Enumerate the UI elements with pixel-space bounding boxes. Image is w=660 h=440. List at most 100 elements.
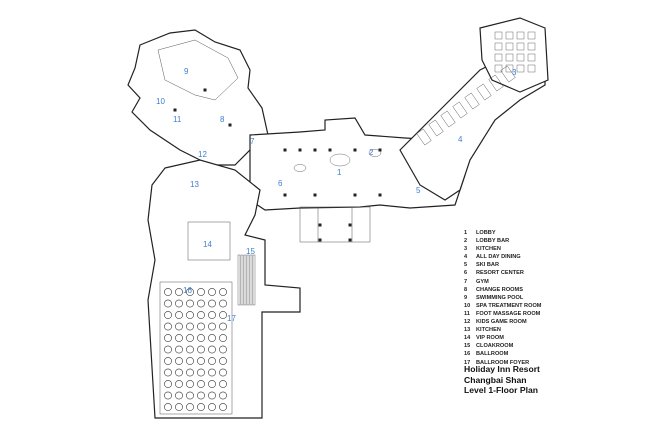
kitchen-fixture — [505, 42, 514, 51]
banquet-table — [208, 299, 216, 308]
column — [353, 193, 357, 197]
room-number-10: 10 — [156, 97, 165, 106]
entrance-canopy — [299, 206, 371, 243]
lobby-seating — [293, 164, 307, 172]
banquet-table — [175, 391, 183, 400]
column — [298, 148, 302, 152]
column — [348, 238, 352, 242]
banquet-table — [219, 288, 227, 296]
room-number-15: 15 — [246, 247, 255, 256]
banquet-table — [175, 334, 183, 342]
furniture — [237, 31, 536, 306]
room-number-5: 5 — [416, 186, 421, 195]
kitchen-fixture — [505, 64, 514, 73]
legend-number: 7 — [464, 278, 468, 285]
legend-label: SKI BAR — [476, 262, 499, 269]
banquet-table — [186, 391, 194, 400]
legend-label: LOBBY — [476, 230, 496, 236]
banquet-table — [219, 368, 227, 377]
legend-label: KITCHEN — [476, 246, 501, 253]
legend-label: CHANGE ROOMS — [476, 286, 523, 293]
room-number-3: 3 — [512, 68, 517, 77]
legend-label: SWIMMING POOL — [476, 294, 524, 301]
column — [328, 148, 332, 152]
southwest-ballroom-block — [147, 159, 301, 419]
kitchen-fixture — [527, 53, 536, 62]
banquet-table — [219, 299, 227, 308]
legend-number: 3 — [464, 246, 468, 253]
room-number-11: 11 — [173, 115, 182, 124]
legend-number: 15 — [464, 343, 471, 350]
ballroom-outline — [159, 281, 233, 415]
legend-number: 4 — [464, 254, 468, 261]
banquet-table — [175, 368, 183, 377]
plan-title: Holiday Inn Resort Changbai Shan Level 1… — [464, 364, 540, 396]
dining-booth — [488, 74, 504, 92]
legend-number: 17 — [464, 359, 471, 366]
kitchen-pavilion — [479, 17, 549, 93]
room-number-7: 7 — [250, 137, 255, 146]
kitchen-fixture — [516, 42, 525, 51]
legend-label: BALLROOM FOYER — [476, 359, 530, 366]
kitchen-fixture — [494, 42, 503, 51]
room-number-2: 2 — [369, 148, 374, 157]
northwest-wing — [127, 29, 269, 166]
lobby-seating — [329, 153, 351, 167]
banquet-table — [164, 311, 172, 319]
legend-label: BALLROOM — [476, 351, 509, 358]
banquet-table — [164, 403, 172, 411]
foyer-partition — [252, 254, 256, 306]
legend-number: 2 — [464, 238, 468, 245]
banquet-table — [208, 334, 216, 342]
banquet-table — [197, 334, 205, 342]
legend-label: FOOT MASSAGE ROOM — [476, 310, 541, 317]
foyer-partition — [246, 254, 250, 306]
room-number-14: 14 — [203, 240, 212, 249]
room-number-6: 6 — [278, 179, 283, 188]
banquet-table — [186, 345, 194, 354]
banquet-table — [197, 391, 205, 400]
room-number-12: 12 — [198, 150, 207, 159]
banquet-table — [186, 368, 194, 377]
banquet-table — [208, 391, 216, 400]
banquet-table — [219, 357, 227, 365]
banquet-table — [219, 345, 227, 354]
legend-number: 8 — [464, 286, 468, 293]
dining-booth — [452, 101, 468, 119]
legend-item: 17 BALLROOM FOYER — [464, 359, 541, 367]
legend-number: 16 — [464, 351, 471, 358]
legend-label: KITCHEN — [476, 327, 501, 334]
banquet-table — [219, 334, 227, 342]
banquet-table — [219, 380, 227, 388]
banquet-table — [208, 403, 216, 411]
room-number-16: 16 — [183, 286, 192, 295]
dining-booth — [464, 92, 480, 110]
banquet-table — [175, 322, 183, 331]
banquet-table — [186, 334, 194, 342]
banquet-table — [175, 288, 183, 296]
banquet-table — [197, 322, 205, 331]
column — [313, 148, 317, 152]
dining-booth — [476, 83, 492, 101]
banquet-table — [164, 322, 172, 331]
banquet-table — [175, 357, 183, 365]
kitchen-fixture — [516, 64, 525, 73]
banquet-table — [175, 380, 183, 388]
room-number-8: 8 — [220, 115, 225, 124]
legend-number: 14 — [464, 335, 471, 342]
banquet-table — [197, 368, 205, 377]
kitchen-fixture — [494, 31, 503, 40]
banquet-table — [197, 357, 205, 365]
legend-number: 10 — [464, 302, 471, 309]
banquet-table — [186, 288, 194, 296]
lobby-seating — [368, 149, 382, 157]
dining-booth — [428, 119, 444, 137]
